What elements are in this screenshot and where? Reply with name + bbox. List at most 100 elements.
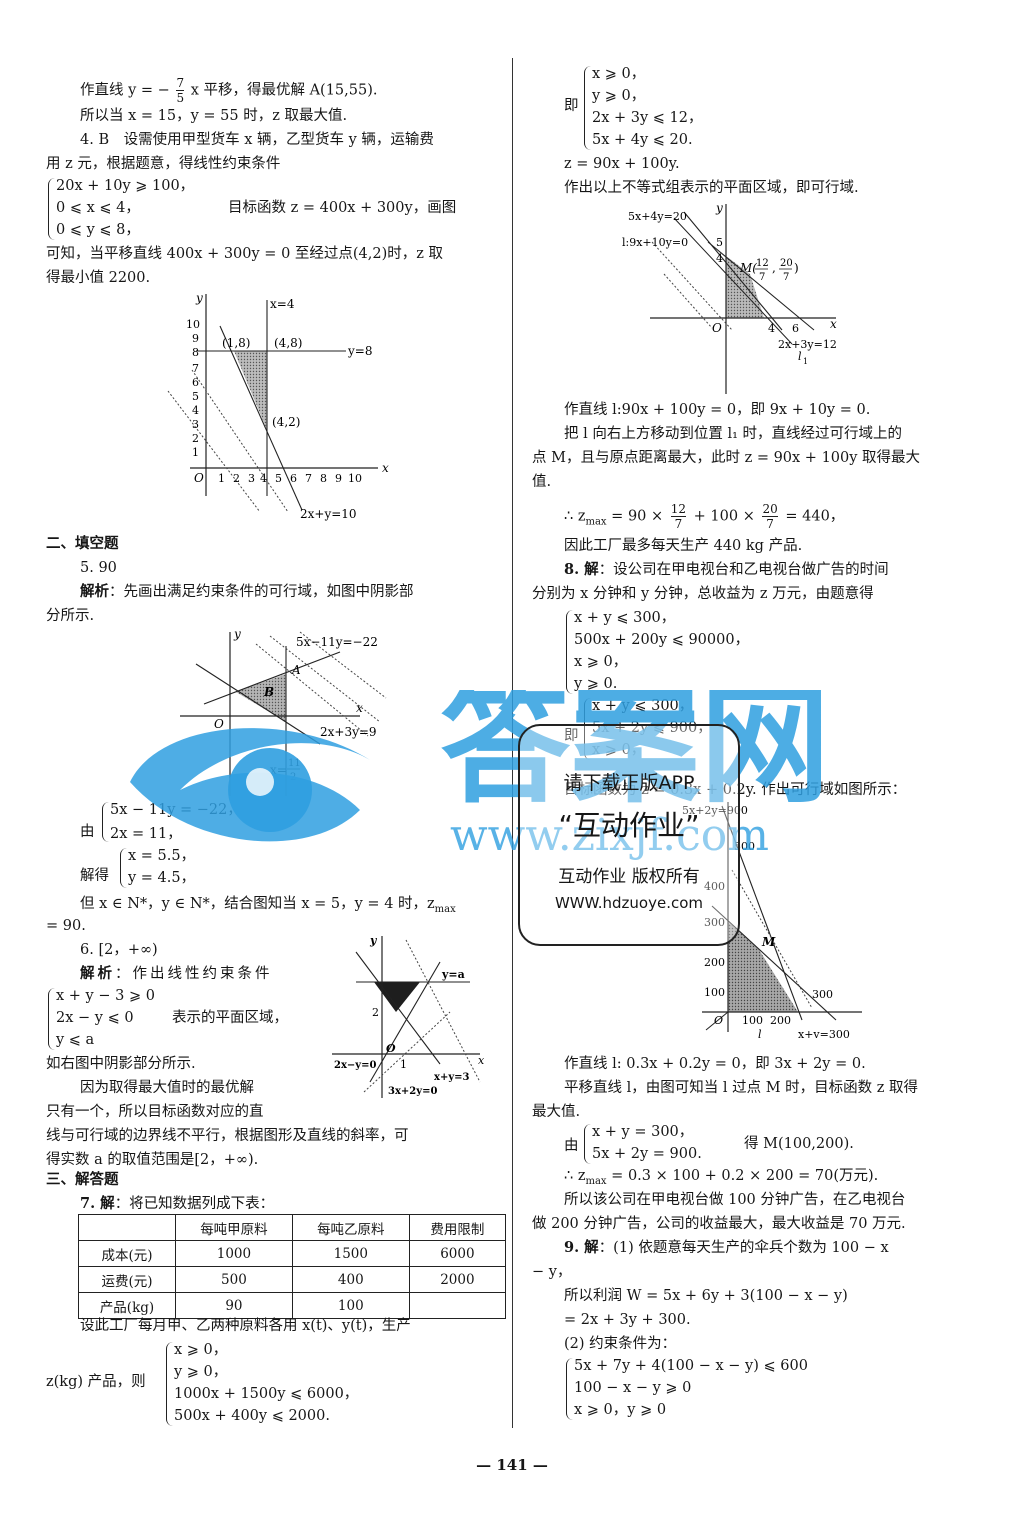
subscript: max bbox=[585, 1175, 607, 1187]
y-tick: 7 bbox=[192, 362, 199, 375]
equation: 2x − y ⩽ 0 bbox=[56, 1010, 134, 1026]
brace bbox=[584, 66, 591, 150]
point-label: A bbox=[291, 663, 301, 677]
equation: x ⩾ 0， bbox=[592, 742, 646, 758]
equation: x ⩾ 0，y ⩾ 0 bbox=[574, 1402, 667, 1418]
text-line: 因为取得最大值时的最优解 bbox=[80, 1080, 254, 1096]
text-line: (2) 约束条件为： bbox=[564, 1336, 677, 1352]
y-tick: 200 bbox=[704, 956, 725, 969]
equation: x + y = 300， bbox=[592, 1124, 694, 1140]
feasible-region bbox=[728, 922, 798, 1012]
line-2x+3y=9 bbox=[195, 663, 321, 745]
equation: 0 ⩽ y ⩽ 8， bbox=[56, 222, 140, 238]
fraction-den: 5 bbox=[176, 91, 185, 105]
fraction: 20 7 bbox=[762, 502, 778, 531]
tick-label: 1 bbox=[400, 1058, 407, 1071]
x-tick: 100 bbox=[742, 1014, 763, 1027]
dashed-line bbox=[405, 939, 481, 1083]
line-label: l bbox=[798, 350, 802, 363]
y-tick: 4 bbox=[192, 404, 199, 417]
text: ：先画出满足约束条件的可行域，如图中阴影部 bbox=[109, 584, 414, 600]
text-line: 作出以上不等式组表示的平面区域，即可行域. bbox=[564, 180, 859, 196]
text: z(kg) 产品，则 bbox=[46, 1374, 146, 1390]
axis-label: y bbox=[715, 201, 723, 215]
text-line: 得实数 a 的取值范围是[2，+∞). bbox=[46, 1152, 259, 1168]
table-cell: 2000 bbox=[408, 1266, 507, 1293]
origin-label: O bbox=[714, 1014, 723, 1027]
table-cell: 500 bbox=[175, 1266, 293, 1293]
dashed-line bbox=[663, 273, 713, 329]
point-label: B bbox=[263, 685, 274, 699]
table-cell bbox=[78, 1214, 176, 1241]
equation: x + y ⩽ 300， bbox=[574, 610, 676, 626]
x-tick: 6 bbox=[290, 472, 297, 485]
copyright-stamp: 请下载正版APP “互动作业” 互动作业 版权所有 WWW.hdzuoye.co… bbox=[518, 724, 740, 946]
line-2x+3y=12 bbox=[707, 241, 815, 331]
text-line: 目标函数为 z = 0.3x + 0.2y. 作出可行域如图所示： bbox=[564, 782, 907, 798]
equation: y = 4.5， bbox=[128, 870, 196, 886]
axis-label: y bbox=[233, 627, 241, 641]
table-cell: 1000 bbox=[175, 1240, 293, 1267]
y-tick: 2 bbox=[192, 432, 199, 445]
equation: x = 5.5， bbox=[128, 848, 196, 864]
table-cell: 1500 bbox=[291, 1240, 410, 1267]
equation: y ⩾ 0， bbox=[174, 1364, 228, 1380]
line-label: x+y=300 bbox=[798, 1028, 850, 1038]
figure-q4: y x O x=4 y=8 2x+y=10 (1,8) (4,8) (4,2) … bbox=[167, 291, 389, 521]
table-cell: 400 bbox=[291, 1266, 410, 1293]
text-line: 解析：先画出满足约束条件的可行域，如图中阴影部 bbox=[80, 582, 414, 602]
text-line: 做 200 分钟广告，公司的收益最大，最大收益是 70 万元. bbox=[532, 1216, 906, 1232]
text-line: 目标函数 z = 400x + 300y，画图 bbox=[228, 200, 457, 216]
stamp-line: WWW.hdzuoye.com bbox=[554, 894, 704, 912]
table-cell: 每吨乙原料 bbox=[291, 1214, 410, 1241]
brace bbox=[584, 698, 591, 760]
point-label: (4,8) bbox=[274, 336, 302, 350]
text-line: 值. bbox=[532, 474, 552, 490]
text-line: 因此工厂最多每天生产 440 kg 产品. bbox=[564, 538, 803, 554]
x-tick: 200 bbox=[770, 1014, 791, 1027]
axis-label: x bbox=[382, 461, 389, 475]
text-line: 最大值. bbox=[532, 1104, 581, 1120]
origin-label: O bbox=[194, 471, 204, 485]
text: 即 bbox=[564, 728, 579, 744]
dashed-line bbox=[269, 635, 381, 723]
origin-label: O bbox=[214, 717, 224, 731]
stamp-line: 互动作业 版权所有 bbox=[558, 867, 700, 887]
text-line: z = 90x + 100y. bbox=[564, 156, 680, 172]
label: 解析 bbox=[80, 965, 115, 982]
line-label: 5x+4y=20 bbox=[628, 210, 687, 223]
tick-label: 5 bbox=[716, 236, 723, 249]
stamp-line: “互动作业” bbox=[558, 809, 700, 842]
equation: 2x + 3y ⩽ 12， bbox=[592, 110, 703, 126]
text-line: 作直线 l:90x + 100y = 0，即 9x + 10y = 0. bbox=[564, 402, 871, 418]
y-tick: 8 bbox=[192, 346, 199, 359]
fraction: 7 5 bbox=[176, 76, 185, 105]
text: ：设公司在甲电视台和乙电视台做广告的时间 bbox=[598, 562, 889, 578]
text-line: 可知，当平移直线 400x + 300y = 0 至经过点(4,2)时，z 取 bbox=[46, 246, 444, 262]
equation: x + y − 3 ⩾ 0 bbox=[56, 988, 155, 1004]
text-line: 作直线 y = − 7 5 x 平移，得最优解 A(15,55). bbox=[80, 76, 378, 105]
y-tick: 100 bbox=[704, 986, 725, 999]
table-row: 产品(kg) 90 100 bbox=[78, 1292, 507, 1319]
equation: x ⩾ 0， bbox=[592, 66, 646, 82]
text: ：(1) 依题意每天生产的伞兵个数为 100 − x bbox=[598, 1240, 889, 1256]
line-5x-11y bbox=[203, 651, 341, 705]
fraction-num: 12 bbox=[670, 502, 687, 517]
fraction: 12 7 bbox=[670, 502, 687, 531]
x-tick: 8 bbox=[320, 472, 327, 485]
axis-label: x bbox=[356, 701, 363, 715]
brace bbox=[48, 178, 55, 240]
feasible-region bbox=[234, 351, 267, 430]
feasible-region bbox=[374, 982, 420, 1012]
answer-line: 5. 90 bbox=[80, 560, 117, 576]
figure-q7: y x O 5x+4y=20 l:9x+10y=0 M( 12 7 , 20 7… bbox=[622, 201, 837, 394]
line-l bbox=[705, 1011, 729, 1031]
text-line: 线与可行域的边界线不平行，根据图形及直线的斜率，可 bbox=[46, 1128, 409, 1144]
text-line: 9. 解：(1) 依题意每天生产的伞兵个数为 100 − x bbox=[564, 1238, 889, 1258]
text-line: 如右图中阴影部分所示. bbox=[46, 1056, 196, 1072]
table-cell: 产品(kg) bbox=[78, 1292, 176, 1319]
equation: 1000x + 1500y ⩽ 6000， bbox=[174, 1386, 359, 1402]
table-cell bbox=[408, 1292, 507, 1319]
text: ：作出线性约束条件 bbox=[115, 966, 273, 982]
text: 即 bbox=[564, 98, 579, 114]
